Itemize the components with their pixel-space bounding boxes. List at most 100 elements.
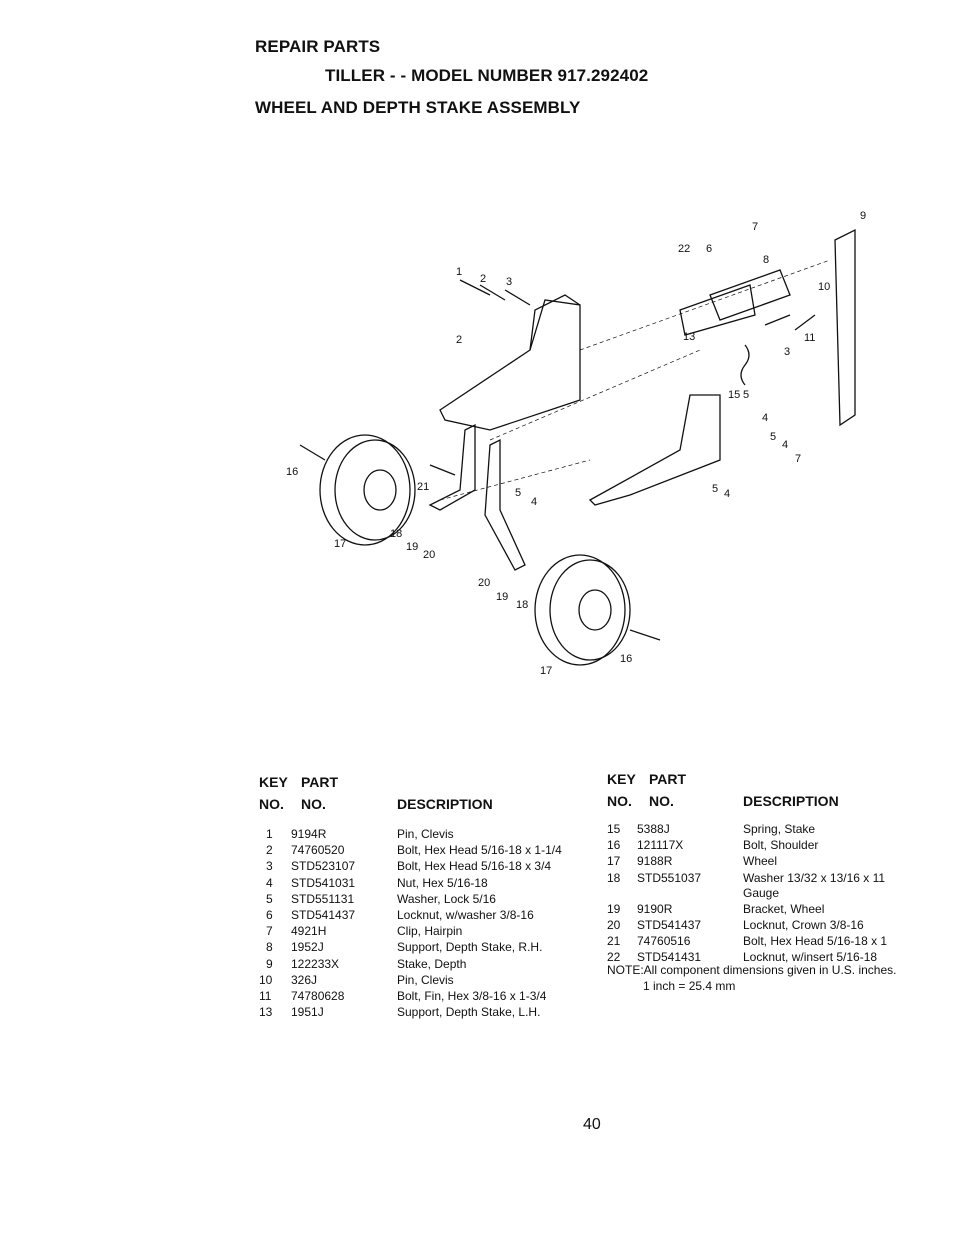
part-description-continued: Gauge [743, 885, 780, 900]
key-number: 6 [266, 908, 273, 922]
callout-20b: 20 [478, 577, 490, 589]
callout-2b: 2 [456, 334, 462, 346]
callout-5b: 5 [770, 431, 776, 443]
col-description-header: DESCRIPTION [397, 796, 493, 812]
callout-4a: 4 [762, 412, 768, 424]
key-number: 20 [607, 917, 621, 932]
part-number: 326J [291, 972, 318, 987]
part-number: STD523107 [291, 859, 356, 874]
part-description: Locknut, Crown 3/8-16 [743, 917, 864, 932]
col-part-header-1: PART [301, 774, 339, 790]
col-part-header-2: NO. [301, 796, 326, 812]
callout-2: 2 [480, 273, 486, 285]
exploded-parts-diagram: 1 2 3 2 22 6 7 8 9 10 13 11 3 15 5 4 5 4… [286, 210, 866, 677]
callout-labels: 1 2 3 2 22 6 7 8 9 10 13 11 3 15 5 4 5 4… [286, 210, 866, 677]
callout-7b: 7 [795, 453, 801, 465]
callout-22: 22 [678, 243, 690, 255]
part-description: Stake, Depth [397, 956, 467, 971]
col-key-header-2: NO. [259, 796, 284, 812]
part-description: Pin, Clevis [397, 827, 454, 841]
callout-11: 11 [804, 332, 815, 344]
key-number: 2 [266, 843, 273, 858]
part-description: Bracket, Wheel [743, 901, 825, 916]
page-number: 40 [583, 1116, 601, 1133]
callout-10: 10 [818, 281, 830, 293]
part-description: Wheel [743, 854, 778, 869]
callout-3: 3 [506, 276, 512, 288]
part-number: 1952J [291, 940, 324, 955]
key-number: 19 [607, 901, 621, 916]
part-description: Clip, Hairpin [397, 924, 463, 939]
part-number: 74760516 [637, 934, 691, 948]
key-number: 8 [266, 940, 273, 955]
part-description: Spring, Stake [743, 822, 816, 836]
callout-5a: 5 [743, 389, 749, 401]
callout-8: 8 [763, 254, 769, 266]
part-number: STD551037 [637, 870, 702, 885]
col-part-header-1-right: PART [649, 771, 687, 787]
callout-5d: 5 [515, 487, 521, 499]
part-description: Bolt, Hex Head 5/16-18 x 3/4 [397, 859, 552, 874]
key-number: 11 [259, 989, 272, 1003]
part-description: Pin, Clevis [397, 972, 454, 987]
key-number: 21 [607, 934, 621, 948]
wheel-bracket-upper [428, 423, 476, 511]
key-number: 4 [266, 875, 273, 890]
key-number: 13 [259, 1005, 273, 1020]
wheel-lower [534, 554, 626, 666]
dimension-note: NOTE:All component dimensions given in U… [607, 963, 897, 977]
part-number: 1951J [291, 1005, 324, 1020]
part-description: Bolt, Shoulder [743, 838, 819, 853]
callout-16b: 16 [620, 653, 632, 665]
col-description-header-right: DESCRIPTION [743, 793, 839, 809]
part-number: 74780628 [291, 989, 345, 1003]
part-description: Nut, Hex 5/16-18 [397, 875, 488, 890]
col-part-header-2-right: NO. [649, 793, 674, 809]
callout-17: 17 [334, 538, 346, 550]
part-number: STD541031 [291, 875, 356, 890]
header-repair-parts: REPAIR PARTS [255, 37, 381, 56]
col-key-header-2-right: NO. [607, 793, 632, 809]
callout-19: 19 [406, 541, 418, 553]
part-description: Locknut, w/washer 3/8-16 [397, 908, 534, 922]
header-assembly-title: WHEEL AND DEPTH STAKE ASSEMBLY [255, 98, 581, 117]
wheel-upper [319, 434, 411, 546]
part-number: STD541437 [637, 917, 702, 932]
key-number: 17 [607, 854, 621, 869]
wheel-bracket-lower [484, 438, 526, 571]
part-number: STD541437 [291, 908, 356, 922]
callout-13: 13 [683, 331, 695, 343]
part-description: Bolt, Fin, Hex 3/8-16 x 1-3/4 [397, 989, 547, 1003]
key-number: 10 [259, 972, 273, 987]
part-number: STD551131 [291, 891, 355, 906]
header-model-number: TILLER - - MODEL NUMBER 917.292402 [325, 66, 649, 85]
part-description: Bolt, Hex Head 5/16-18 x 1 [743, 934, 888, 948]
callout-21: 21 [417, 481, 429, 493]
callout-4d: 4 [531, 496, 537, 508]
callout-4b: 4 [782, 439, 788, 451]
part-number: STD541431 [637, 950, 702, 965]
part-number: 9194R [291, 827, 327, 841]
key-number: 16 [607, 838, 621, 853]
part-number: 4921H [291, 924, 327, 939]
part-number: 122233X [291, 956, 340, 971]
key-number: 15 [607, 822, 621, 836]
dimension-note-conversion: 1 inch = 25.4 mm [643, 979, 736, 993]
col-key-header-1: KEY [259, 774, 288, 790]
callout-6: 6 [706, 243, 712, 255]
callout-19b: 19 [496, 591, 508, 603]
callout-7: 7 [752, 221, 758, 233]
frame-bracket-left [439, 299, 581, 431]
depth-stake [834, 228, 856, 427]
depth-stake-support-lh [679, 284, 756, 336]
part-description: Washer, Lock 5/16 [397, 891, 496, 906]
part-description: Washer 13/32 x 13/16 x 11 [743, 870, 886, 885]
part-number: 9190R [637, 901, 673, 916]
callout-3b: 3 [784, 346, 790, 358]
callout-9: 9 [860, 210, 866, 222]
callout-16: 16 [286, 466, 298, 478]
part-description: Support, Depth Stake, L.H. [397, 1005, 541, 1020]
callout-15: 15 [728, 389, 740, 401]
part-number: 5388J [637, 822, 670, 836]
part-description: Locknut, w/insert 5/16-18 [743, 950, 878, 965]
